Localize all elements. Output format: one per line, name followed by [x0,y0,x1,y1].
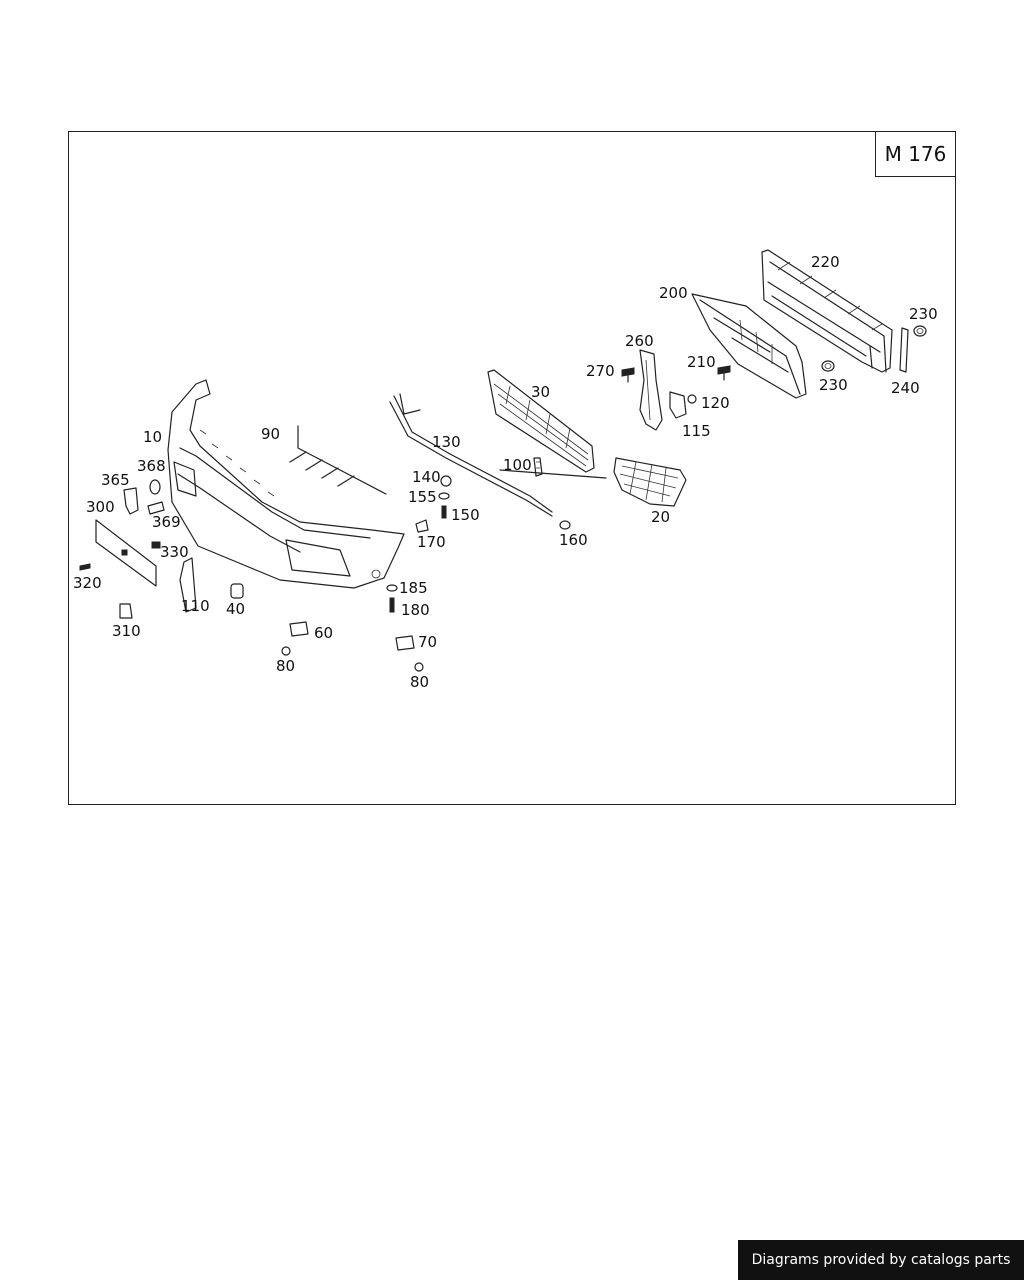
callout-368: 368 [137,457,166,475]
part-310-clip[interactable] [119,603,133,619]
part-150-screw[interactable] [441,505,447,519]
part-100-insert[interactable] [533,457,543,477]
callout-115: 115 [682,422,711,440]
callout-220: 220 [811,253,840,271]
callout-369: 369 [152,513,181,531]
part-230-nut[interactable] [821,360,835,372]
part-60-sensor[interactable] [289,621,309,637]
callout-110: 110 [181,597,210,615]
part-330-clip[interactable] [151,541,161,549]
part-20-side-grille[interactable] [613,457,687,507]
part-110-cover[interactable] [179,557,197,613]
callout-120: 120 [701,394,730,412]
part-130-trim-strip[interactable] [389,393,607,517]
callout-260: 260 [625,332,654,350]
part-240-strip[interactable] [899,327,909,373]
diagram-frame [68,131,956,805]
part-80-ring[interactable] [281,646,291,656]
callout-labels: 220 200 230 260 270 210 230 240 30 120 1… [73,253,938,691]
part-180-screw[interactable] [389,597,395,613]
diagram-code-label: M 176 [875,131,956,177]
callout-140: 140 [412,468,441,486]
callout-90: 90 [261,425,280,443]
part-320-screw[interactable] [79,563,91,571]
part-270-clip[interactable] [621,367,635,383]
callout-210: 210 [687,353,716,371]
part-140-nut[interactable] [440,475,452,487]
part-230-nut[interactable] [913,325,927,337]
callout-155: 155 [408,488,437,506]
credit-banner: Diagrams provided by catalogs parts [738,1240,1024,1280]
part-10-bumper-cover[interactable] [167,379,405,589]
callout-230: 230 [819,376,848,394]
callout-100: 100 [503,456,532,474]
part-220-carrier[interactable] [761,249,893,373]
part-368-grommet[interactable] [149,479,161,495]
part-170-clip[interactable] [415,519,429,533]
callout-30: 30 [531,383,550,401]
callout-70: 70 [418,633,437,651]
part-155-washer[interactable] [438,492,450,500]
callout-330: 330 [160,543,189,561]
callout-10: 10 [143,428,162,446]
callout-310: 310 [112,622,141,640]
callout-80: 80 [276,657,295,675]
part-300-license-plate-holder[interactable] [95,519,157,587]
part-369-screw[interactable] [147,501,165,515]
part-115-holder[interactable] [669,391,687,419]
callout-80: 80 [410,673,429,691]
callout-40: 40 [226,600,245,618]
part-90-wiring-harness[interactable] [289,425,387,495]
callout-320: 320 [73,574,102,592]
callout-365: 365 [101,471,130,489]
part-80-ring[interactable] [414,662,424,672]
part-260-bracket[interactable] [639,349,663,431]
part-210-clip[interactable] [717,365,731,381]
part-120-clip[interactable] [687,394,697,404]
callout-160: 160 [559,531,588,549]
part-40-sensor[interactable] [230,583,244,599]
callout-185: 185 [399,579,428,597]
part-160-clip[interactable] [559,520,571,530]
callout-180: 180 [401,601,430,619]
part-185-washer[interactable] [386,584,398,592]
callout-130: 130 [432,433,461,451]
part-200-air-duct[interactable] [691,293,807,399]
callout-60: 60 [314,624,333,642]
callout-240: 240 [891,379,920,397]
callout-270: 270 [586,362,615,380]
callout-150: 150 [451,506,480,524]
part-365-bracket[interactable] [123,487,139,515]
callout-230: 230 [909,305,938,323]
callout-20: 20 [651,508,670,526]
callout-170: 170 [417,533,446,551]
callout-300: 300 [86,498,115,516]
part-30-grille[interactable] [487,369,595,473]
callout-200: 200 [659,284,688,302]
part-70-sensor[interactable] [395,635,415,651]
